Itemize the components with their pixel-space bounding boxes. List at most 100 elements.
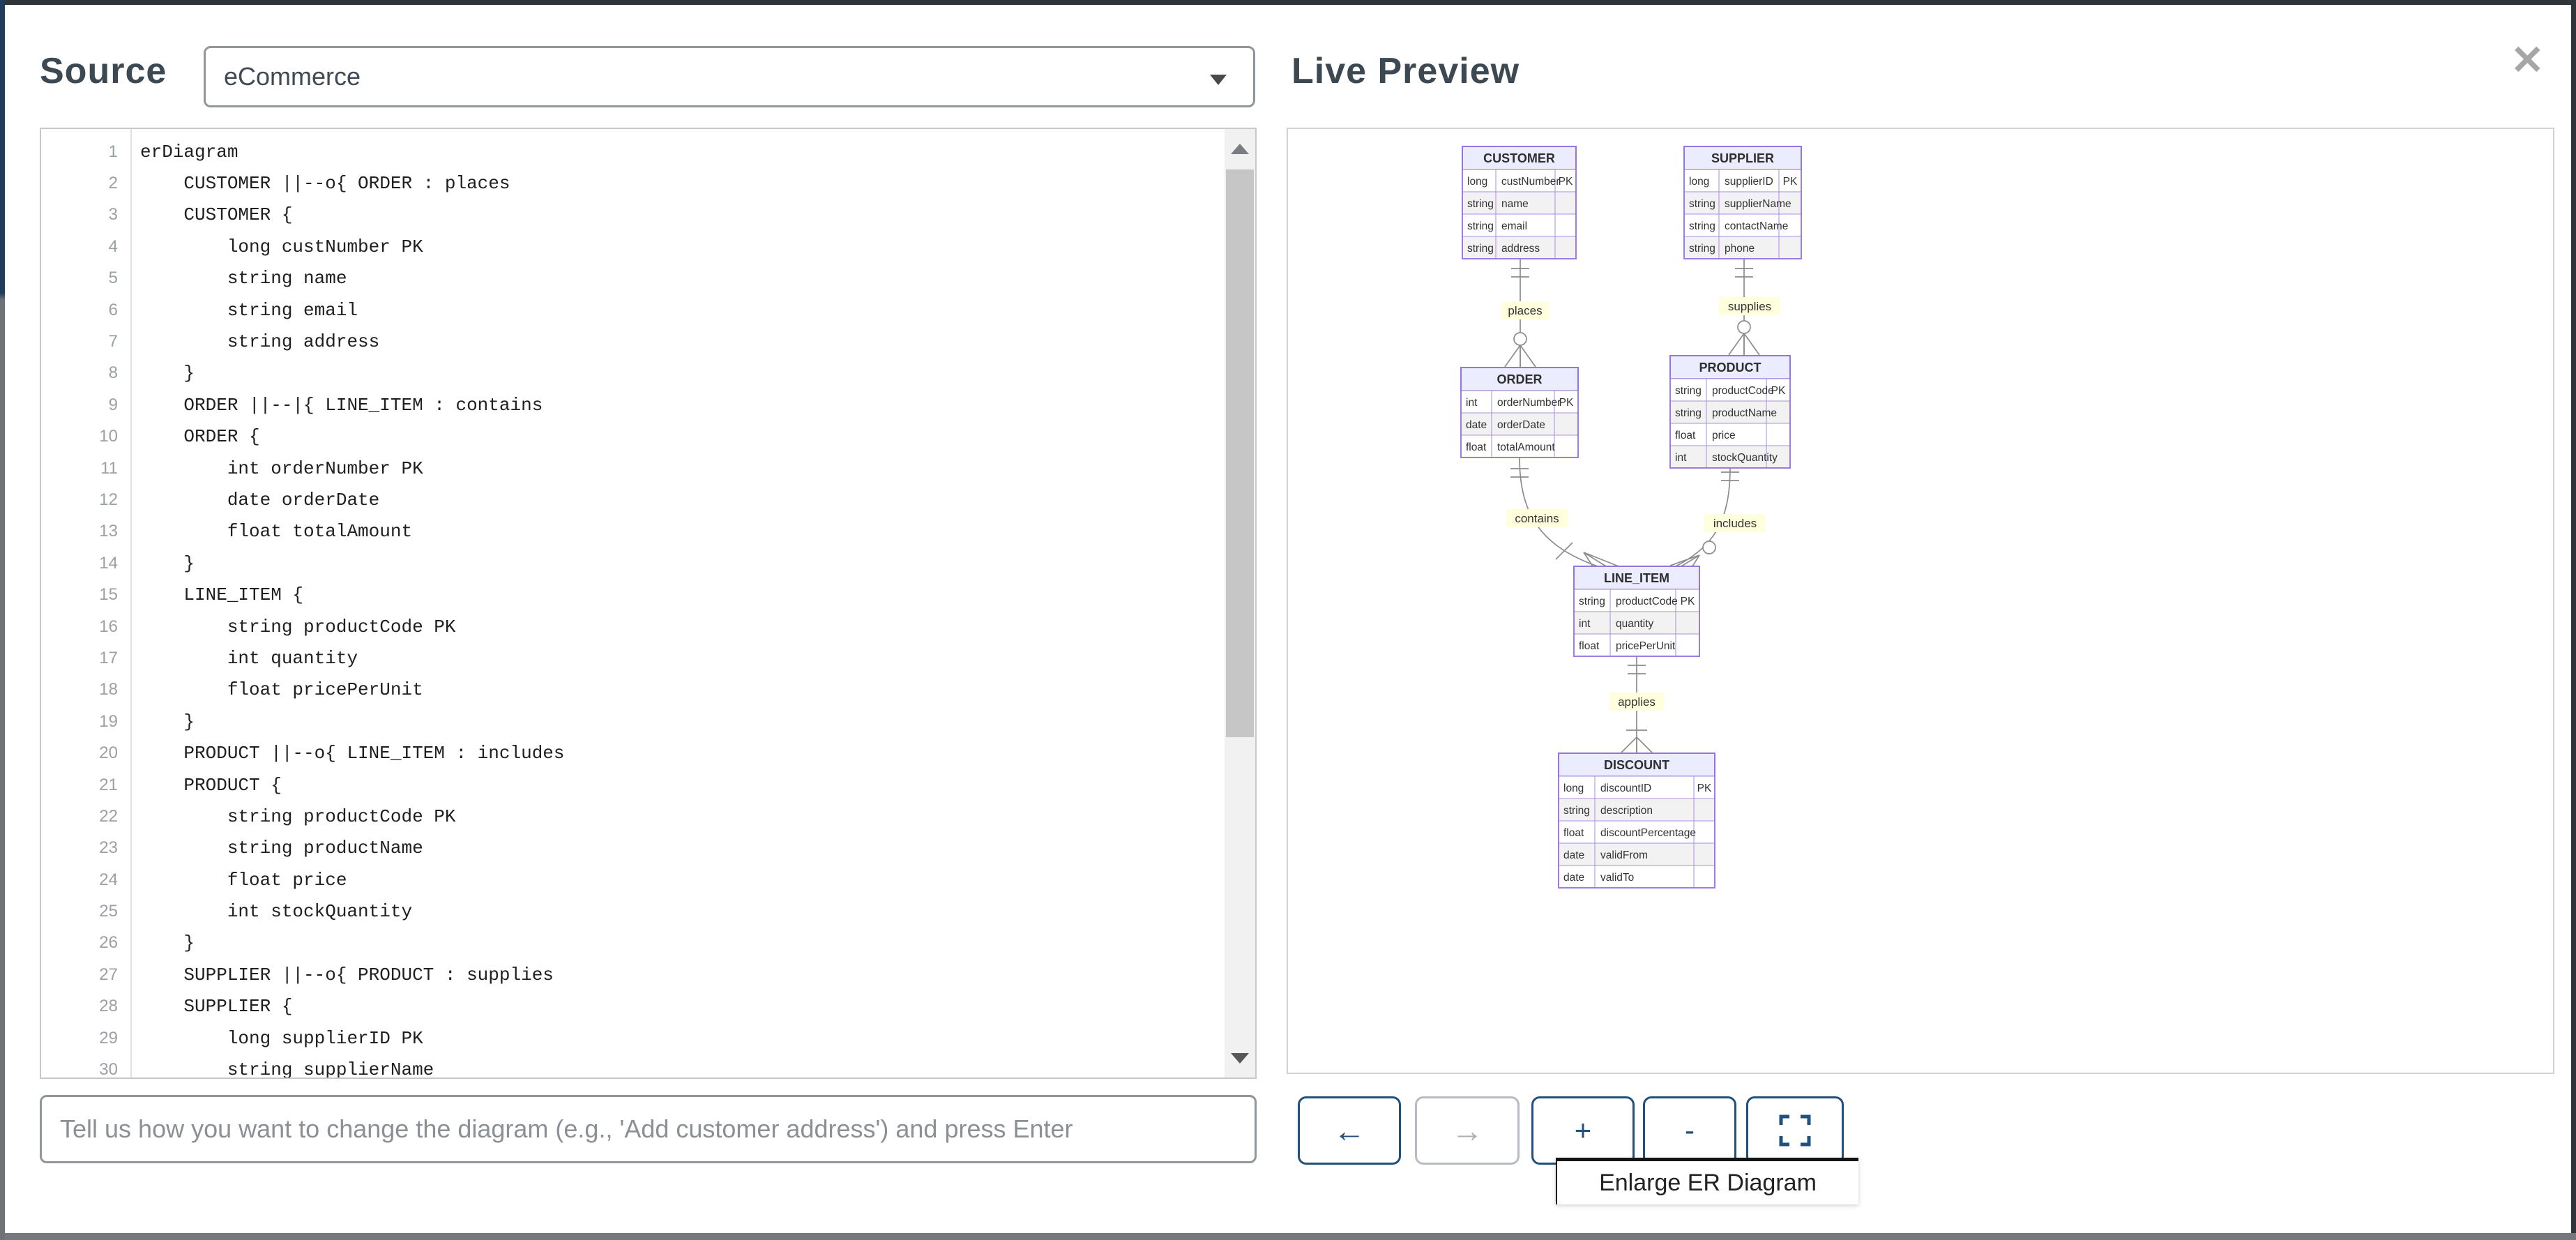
code-line[interactable]: 6 string email [41, 294, 1223, 326]
close-icon[interactable]: ✕ [2510, 38, 2545, 83]
editor-scrollbar[interactable] [1225, 129, 1255, 1078]
zoom-in-button[interactable]: + [1531, 1096, 1635, 1165]
code-line[interactable]: 29 long supplierID PK [41, 1022, 1223, 1054]
enlarge-tooltip: Enlarge ER Diagram [1556, 1158, 1858, 1204]
code-text: string address [140, 331, 380, 353]
line-number: 4 [108, 236, 118, 256]
code-line[interactable]: 16 string productCode PK [41, 611, 1223, 642]
code-text: long supplierID PK [140, 1027, 423, 1049]
code-text: string productCode PK [140, 616, 456, 637]
undo-button[interactable]: ← [1298, 1096, 1401, 1165]
source-dropdown[interactable]: eCommerce [204, 46, 1255, 107]
attribute-name: validTo [1600, 872, 1634, 884]
code-line[interactable]: 17 int quantity [41, 642, 1223, 674]
attribute-type: string [1689, 243, 1715, 255]
window-border-bottom [0, 1233, 2576, 1240]
line-number: 9 [108, 395, 118, 414]
zoom-out-button[interactable]: - [1643, 1096, 1736, 1165]
scroll-down-icon[interactable] [1225, 1038, 1255, 1078]
code-line[interactable]: 13 float totalAmount [41, 516, 1223, 547]
attribute-name: supplierID [1725, 176, 1773, 188]
code-line[interactable]: 14 } [41, 547, 1223, 579]
line-number: 2 [108, 174, 118, 193]
code-line[interactable]: 21 PRODUCT { [41, 769, 1223, 801]
source-dropdown-value: eCommerce [224, 62, 361, 91]
code-line[interactable]: 20 PRODUCT ||--o{ LINE_ITEM : includes [41, 737, 1223, 769]
line-number: 12 [99, 490, 118, 509]
line-number: 24 [99, 870, 118, 889]
attribute-name: productName [1712, 407, 1777, 419]
attribute-key: PK [1771, 385, 1786, 397]
svg-text:supplies: supplies [1728, 300, 1771, 313]
code-line[interactable]: 28 SUPPLIER { [41, 991, 1223, 1022]
code-text: int stockQuantity [140, 901, 413, 923]
attribute-name: totalAmount [1497, 441, 1555, 453]
code-text: CUSTOMER ||--o{ ORDER : places [140, 173, 510, 195]
line-number: 23 [99, 838, 118, 858]
code-line[interactable]: 2 CUSTOMER ||--o{ ORDER : places [41, 167, 1223, 199]
code-line[interactable]: 10 ORDER { [41, 421, 1223, 453]
redo-button[interactable]: → [1415, 1096, 1520, 1165]
attribute-type: date [1466, 419, 1487, 431]
code-line[interactable]: 11 int orderNumber PK [41, 453, 1223, 484]
code-line[interactable]: 4 long custNumber PK [41, 231, 1223, 262]
code-line[interactable]: 30 string supplierName [41, 1054, 1223, 1078]
code-line[interactable]: 15 LINE_ITEM { [41, 579, 1223, 610]
line-number: 11 [100, 458, 118, 478]
code-text: } [140, 711, 195, 732]
code-line[interactable]: 25 int stockQuantity [41, 895, 1223, 927]
code-line[interactable]: 22 string productCode PK [41, 801, 1223, 832]
attribute-type: float [1675, 430, 1696, 441]
attribute-type: string [1467, 220, 1494, 232]
code-text: int quantity [140, 647, 358, 669]
relationship-label-applies: applies [1609, 693, 1665, 711]
source-panel-title: Source [40, 51, 167, 91]
code-text: } [140, 363, 195, 384]
attribute-name: address [1501, 243, 1540, 255]
line-number: 21 [99, 775, 118, 794]
code-line[interactable]: 5 string name [41, 263, 1223, 294]
code-text: date orderDate [140, 489, 380, 511]
line-number: 17 [99, 648, 118, 667]
code-line[interactable]: 24 float price [41, 864, 1223, 895]
code-line[interactable]: 9 ORDER ||--|{ LINE_ITEM : contains [41, 389, 1223, 421]
line-number: 18 [99, 680, 118, 700]
code-text: } [140, 932, 195, 954]
line-number: 8 [108, 363, 118, 383]
code-line[interactable]: 27 SUPPLIER ||--o{ PRODUCT : supplies [41, 959, 1223, 990]
code-line[interactable]: 23 string productName [41, 833, 1223, 864]
code-line[interactable]: 7 string address [41, 326, 1223, 357]
code-text: SUPPLIER ||--o{ PRODUCT : supplies [140, 964, 554, 985]
code-line[interactable]: 18 float pricePerUnit [41, 674, 1223, 706]
code-text: string productName [140, 838, 423, 859]
entity-title: SUPPLIER [1711, 151, 1774, 165]
line-number: 7 [108, 332, 118, 351]
code-line[interactable]: 8 } [41, 358, 1223, 389]
attribute-type: string [1689, 220, 1715, 232]
attribute-name: quantity [1616, 618, 1654, 630]
line-number: 10 [99, 427, 118, 446]
relationship-label-places: places [1501, 301, 1550, 319]
diagram-change-input[interactable] [40, 1095, 1257, 1163]
code-line[interactable]: 3 CUSTOMER { [41, 199, 1223, 231]
attribute-type: string [1689, 198, 1715, 210]
attribute-key: PK [1559, 176, 1573, 188]
scroll-up-icon[interactable] [1225, 129, 1255, 168]
code-line[interactable]: 19 } [41, 706, 1223, 737]
attribute-key: PK [1681, 596, 1695, 607]
code-line[interactable]: 12 date orderDate [41, 484, 1223, 515]
attribute-key: PK [1697, 782, 1712, 794]
attribute-name: productCode [1712, 385, 1774, 397]
code-line[interactable]: 26 } [41, 928, 1223, 959]
fullscreen-button[interactable] [1746, 1096, 1844, 1165]
attribute-type: long [1467, 176, 1487, 188]
scrollbar-thumb[interactable] [1226, 169, 1254, 737]
line-number: 16 [99, 617, 118, 636]
